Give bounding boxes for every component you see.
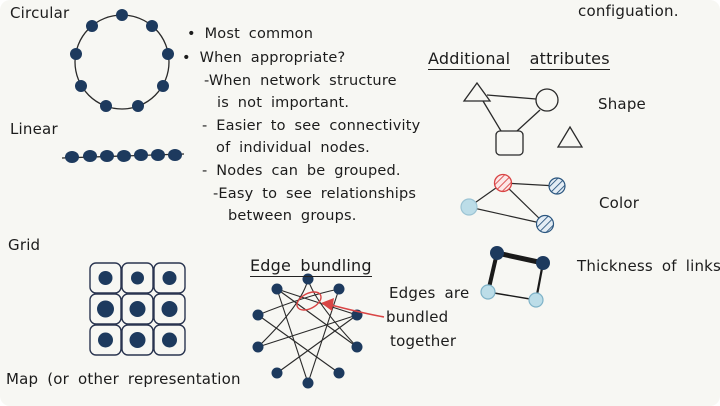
edge-bundling-drawing <box>252 273 385 389</box>
thickness-label: Thickness of links <box>577 257 720 275</box>
bundling-annotation-line1: Edges are <box>389 284 470 302</box>
additional-attributes-heading: Additional attributes <box>428 49 610 70</box>
note-most-common: Most common <box>187 26 313 42</box>
note-relationships-line1: -Easy to see relationships <box>213 186 417 202</box>
shape-label: Shape <box>598 95 646 113</box>
additional-attributes-word1: Additional <box>428 49 511 70</box>
note-connectivity-line2: of individual nodes. <box>216 140 370 156</box>
note-structure-line1: -When network structure <box>204 73 397 89</box>
grid-section-label: Grid <box>8 236 41 254</box>
note-when-appropriate: When appropriate? <box>182 50 346 66</box>
configuation-label: configuation. <box>578 2 679 20</box>
thickness-attribute-drawing <box>480 246 550 308</box>
bundle-arrow <box>321 298 385 318</box>
note-grouped: - Nodes can be grouped. <box>202 163 401 179</box>
color-label: Color <box>599 194 640 212</box>
shape-attribute-drawing <box>462 81 584 156</box>
color-attribute-drawing <box>460 173 566 234</box>
bundling-annotation-line2: bundled <box>386 308 449 326</box>
linear-section-label: Linear <box>10 120 58 138</box>
note-relationships-line2: between groups. <box>228 208 357 224</box>
bundle-highlight-circle <box>296 291 322 311</box>
additional-attributes-word2: attributes <box>529 49 610 70</box>
note-connectivity-line1: - Easier to see connectivity <box>202 118 421 134</box>
note-structure-line2: is not important. <box>217 95 350 111</box>
linear-layout-drawing <box>61 149 185 163</box>
bundling-annotation-line3: together <box>390 332 457 350</box>
circular-layout-drawing <box>70 9 174 112</box>
circular-section-label: Circular <box>10 4 70 22</box>
grid-layout-drawing <box>89 262 186 356</box>
map-section-label: Map (or other representation <box>6 370 241 388</box>
edge-bundling-heading: Edge bundling <box>250 256 372 277</box>
